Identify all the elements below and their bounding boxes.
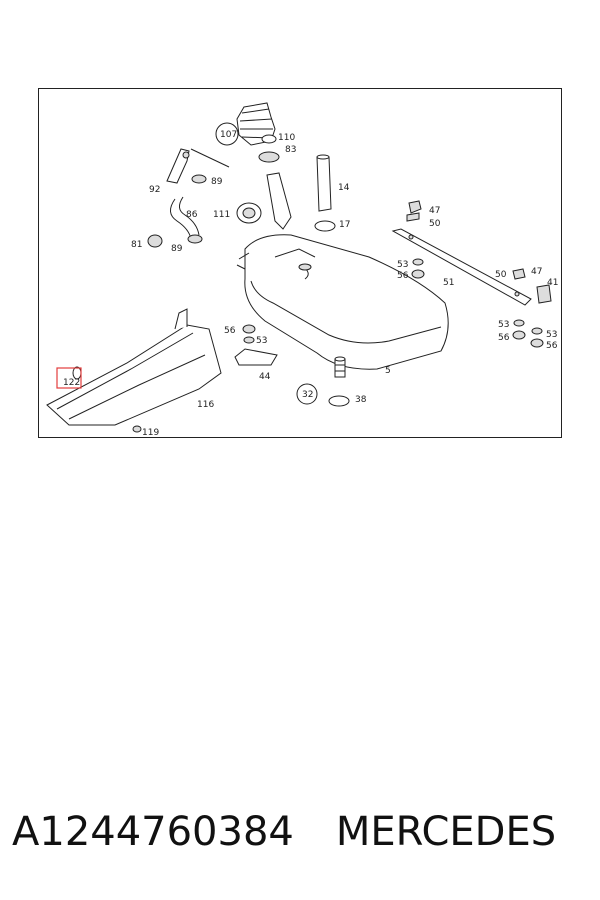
callout-56c: 56 xyxy=(546,341,558,351)
clip-part xyxy=(408,200,422,214)
callout-53d: 53 xyxy=(256,336,267,346)
nut-part-4 xyxy=(243,336,255,344)
callout-17: 17 xyxy=(339,220,350,230)
callout-5: 5 xyxy=(385,366,391,376)
boot-part xyxy=(236,102,277,146)
ring-part xyxy=(258,151,280,163)
clip-part-2 xyxy=(406,212,420,222)
seal-part-2 xyxy=(328,395,350,407)
clip-part-3 xyxy=(512,268,526,280)
callout-51: 51 xyxy=(443,278,454,288)
callout-89b: 89 xyxy=(171,244,183,254)
bracket-part-2 xyxy=(536,284,552,304)
callout-circle-107 xyxy=(215,122,239,146)
mount-bracket-part xyxy=(234,348,278,366)
callout-44: 44 xyxy=(259,372,271,382)
callout-119: 119 xyxy=(142,428,159,437)
callout-53a: 53 xyxy=(397,260,408,270)
drain-plug-part xyxy=(334,356,346,378)
nut-part xyxy=(412,258,424,266)
seal-part xyxy=(314,220,336,232)
callout-92: 92 xyxy=(149,185,160,195)
callout-47b: 47 xyxy=(531,267,542,277)
hose-part xyxy=(170,196,200,240)
footer-caption: A1244760384 MERCEDES xyxy=(12,804,592,860)
part-number: A1244760384 xyxy=(12,809,294,855)
brand-name: MERCEDES xyxy=(335,809,557,855)
washer-part xyxy=(411,269,425,279)
callout-89a: 89 xyxy=(211,177,223,187)
strap-part xyxy=(391,228,532,306)
callout-53b: 53 xyxy=(498,320,509,330)
callout-50b: 50 xyxy=(495,270,507,280)
bracket-part xyxy=(166,148,230,184)
callout-32: 32 xyxy=(302,390,313,400)
washer-part-3 xyxy=(530,338,544,348)
nut-part-3 xyxy=(531,327,543,335)
callout-116: 116 xyxy=(197,400,214,410)
callout-110: 110 xyxy=(278,133,295,143)
callout-56d: 56 xyxy=(224,326,236,336)
callout-53c: 53 xyxy=(546,330,557,340)
callout-14: 14 xyxy=(338,183,350,193)
callout-41: 41 xyxy=(547,278,558,288)
callout-111: 111 xyxy=(213,210,230,220)
heat-shield-part xyxy=(46,308,222,433)
grommet-part xyxy=(147,234,163,248)
parts-diagram: 107 110 83 92 89 14 86 111 17 xyxy=(38,88,562,438)
callout-86: 86 xyxy=(186,210,198,220)
callout-83: 83 xyxy=(285,145,296,155)
washer-part-2 xyxy=(512,330,526,340)
callout-56b: 56 xyxy=(498,333,510,343)
highlight-box xyxy=(56,367,82,389)
callout-50a: 50 xyxy=(429,219,441,229)
washer-part-4 xyxy=(242,324,256,334)
fuel-tank-part xyxy=(236,234,449,370)
clamp-part-2 xyxy=(187,234,203,244)
callout-38: 38 xyxy=(355,395,367,405)
callout-122: 122 xyxy=(63,378,80,388)
clamp-part xyxy=(191,174,207,184)
callout-107: 107 xyxy=(220,130,237,140)
callout-56a: 56 xyxy=(397,271,409,281)
callout-circle-32 xyxy=(296,383,318,405)
nut-part-2 xyxy=(513,319,525,327)
callout-47a: 47 xyxy=(429,206,440,216)
filler-neck-part xyxy=(266,154,332,230)
callout-81: 81 xyxy=(131,240,142,250)
